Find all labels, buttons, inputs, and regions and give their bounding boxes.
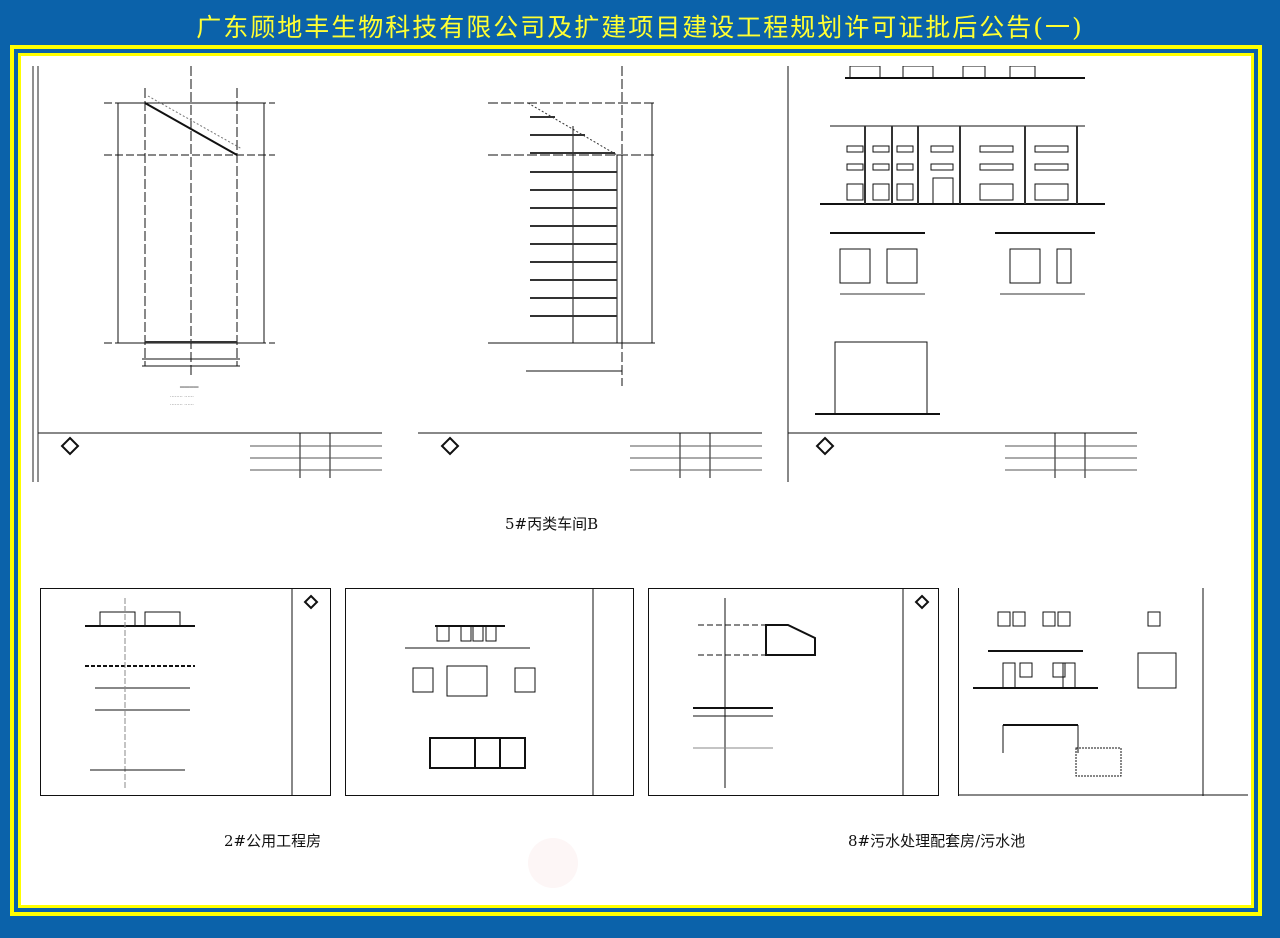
outer-frame xyxy=(10,45,1262,916)
drawing-8-plan xyxy=(648,588,940,798)
caption-2-utility-building: 2#公用工程房 xyxy=(224,832,322,850)
drawing-2-plan xyxy=(40,588,332,798)
drawing-8-elevations xyxy=(958,588,1250,798)
caption-5-workshop-b: 5#丙类车间B xyxy=(505,515,599,533)
notice-title: 广东顾地丰生物科技有限公司及扩建项目建设工程规划许可证批后公告(一) xyxy=(196,13,1084,42)
svg-text:········ ······: ········ ······ xyxy=(170,402,194,408)
caption-8-sewage-treatment: 8#污水处理配套房/污水池 xyxy=(848,832,1026,850)
drawing-5-elevations xyxy=(785,66,1145,486)
drawing-5-roof-plan xyxy=(410,66,770,486)
svg-text:▁▁▁▁: ▁▁▁▁ xyxy=(179,381,199,388)
drawing-5-floor-plan: ▁▁▁▁ ········ ······ ········ ······ xyxy=(30,66,390,486)
content-panel xyxy=(18,53,1254,908)
drawing-2-elevations xyxy=(345,588,637,798)
watermark-circle xyxy=(528,838,578,888)
svg-text:········ ······: ········ ······ xyxy=(170,394,194,400)
